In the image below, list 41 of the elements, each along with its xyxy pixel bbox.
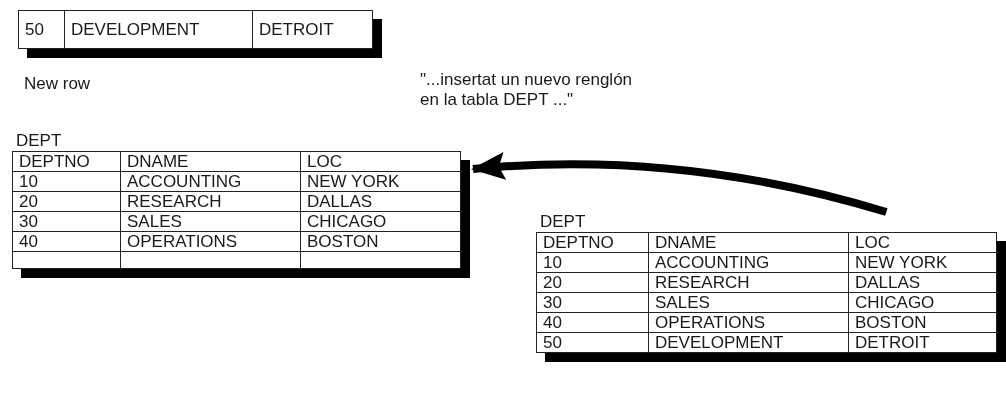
column-header: DNAME (127, 152, 189, 171)
table-cell: NEW YORK (855, 253, 948, 272)
table-cell: DEVELOPMENT (71, 20, 200, 39)
table-cell: NEW YORK (307, 172, 400, 191)
arrow (471, 152, 888, 216)
table-cell: DALLAS (307, 192, 373, 211)
table-title: DEPT (539, 212, 586, 232)
table-cell: SALES (655, 293, 710, 312)
table-cell: BOSTON (855, 313, 927, 332)
column-header: DEPTNO (543, 233, 614, 252)
table-cell: DETROIT (855, 333, 930, 352)
table-cell: 50 (25, 20, 44, 39)
table-cell: OPERATIONS (127, 232, 238, 251)
node-label: New row (24, 74, 91, 94)
table-cell: OPERATIONS (655, 313, 766, 332)
table-title: DEPT (15, 131, 62, 151)
table-cell: 50 (543, 333, 562, 352)
table-cell: BOSTON (307, 232, 379, 251)
table-cell: RESEARCH (655, 273, 750, 292)
table-cell: 20 (543, 273, 562, 292)
table-cell: 40 (19, 232, 38, 251)
quote-note: "...insertat un nuevo renglón en la tabla DEPT ..." (420, 70, 634, 110)
table-cell: 10 (19, 172, 38, 191)
table-cell: 40 (543, 313, 562, 332)
column-header: LOC (307, 152, 342, 171)
table-cell: DETROIT (259, 20, 334, 39)
table-cell: CHICAGO (307, 212, 387, 231)
column-header: DNAME (655, 233, 717, 252)
table-cell: 30 (19, 212, 38, 231)
table-cell: SALES (127, 212, 182, 231)
column-header: DEPTNO (19, 152, 90, 171)
table-cell: DALLAS (855, 273, 921, 292)
table-cell: 10 (543, 253, 562, 272)
table-cell: 30 (543, 293, 562, 312)
table-cell: CHICAGO (855, 293, 935, 312)
table-cell: DEVELOPMENT (655, 333, 784, 352)
table-cell: 20 (19, 192, 38, 211)
table-cell: RESEARCH (127, 192, 222, 211)
table-cell: ACCOUNTING (655, 253, 770, 272)
column-header: LOC (855, 233, 890, 252)
table-cell: ACCOUNTING (127, 172, 242, 191)
